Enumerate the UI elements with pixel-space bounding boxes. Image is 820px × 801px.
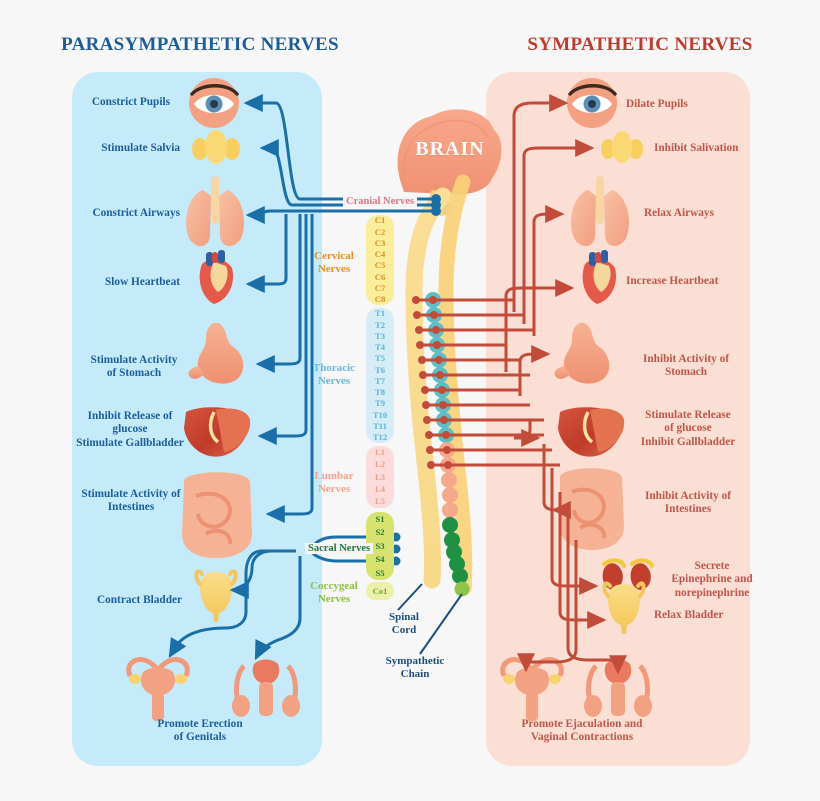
segment-l4: L4 (374, 484, 386, 495)
segment-t6: T6 (374, 364, 386, 375)
segment-t4: T4 (374, 342, 386, 353)
segment-t5: T5 (374, 353, 386, 364)
lumbar-segments-pill: L1 L2 L3 L4 L5 (366, 446, 394, 508)
para-label-constrict-pupils: Constrict Pupils (91, 96, 170, 108)
coccygeal-segments-pill: Co1 (366, 582, 394, 600)
segment-c6: C6 (374, 271, 386, 282)
thoracic-segments-pill: T1 T2 T3 T4 T5 T6 T7 T8 T9 T10 T11 T12 (366, 308, 394, 443)
cranial-nerves-label: Cranial Nerves (343, 196, 417, 207)
segment-l2: L2 (374, 459, 386, 470)
segment-c2: C2 (374, 226, 386, 237)
sympathetic-chain (425, 292, 470, 597)
cervical-segments-pill: C1 C2 C3 C4 C5 C6 C7 C8 (366, 215, 394, 305)
segment-t3: T3 (374, 330, 386, 341)
segment-t10: T10 (372, 409, 388, 420)
segment-l1: L1 (374, 446, 386, 457)
sympathetic-title: SYMPATHETIC NERVES (527, 34, 753, 55)
segment-c1: C1 (374, 215, 386, 226)
segment-s3: S3 (375, 540, 385, 551)
segment-t9: T9 (374, 398, 386, 409)
segment-s5: S5 (375, 567, 385, 578)
symp-label-dilate-pupils: Dilate Pupils (626, 98, 688, 110)
segment-t7: T7 (374, 375, 386, 386)
segment-c7: C7 (374, 282, 386, 293)
para-label-constrict-airways: Constrict Airways (92, 207, 180, 219)
segment-c8: C8 (374, 294, 386, 305)
sacral-nerves-label: Sacral Nerves (305, 543, 374, 554)
para-label-stimulate-salvia: Stimulate Salvia (101, 142, 180, 154)
segment-co1: Co1 (372, 585, 388, 596)
brain-label: BRAIN (415, 138, 485, 160)
segment-t1: T1 (374, 308, 386, 319)
segment-s1: S1 (375, 513, 385, 524)
para-label-slow-heartbeat: Slow Heartbeat (105, 276, 180, 288)
symp-label-inhibit-salivation: Inhibit Salivation (654, 142, 739, 154)
segment-l3: L3 (374, 471, 386, 482)
segment-c5: C5 (374, 260, 386, 271)
cranial-nerve-dots (431, 194, 441, 216)
segment-s4: S4 (375, 554, 385, 565)
segment-l5: L5 (374, 496, 386, 507)
symp-label-increase-heartbeat: Increase Heartbeat (626, 275, 719, 287)
segment-t2: T2 (374, 319, 386, 330)
segment-t11: T11 (373, 420, 387, 431)
segment-c3: C3 (374, 237, 386, 248)
segment-t8: T8 (374, 387, 386, 398)
para-label-contract-bladder: Contract Bladder (96, 594, 182, 606)
segment-c4: C4 (374, 249, 386, 260)
symp-label-relax-bladder: Relax Bladder (654, 609, 724, 621)
segment-t12: T12 (372, 432, 388, 443)
segment-s2: S2 (375, 527, 385, 538)
symp-label-relax-airways: Relax Airways (644, 207, 714, 219)
spinal-cord-path (405, 187, 452, 589)
parasympathetic-title: PARASYMPATHETIC NERVES (61, 34, 339, 55)
